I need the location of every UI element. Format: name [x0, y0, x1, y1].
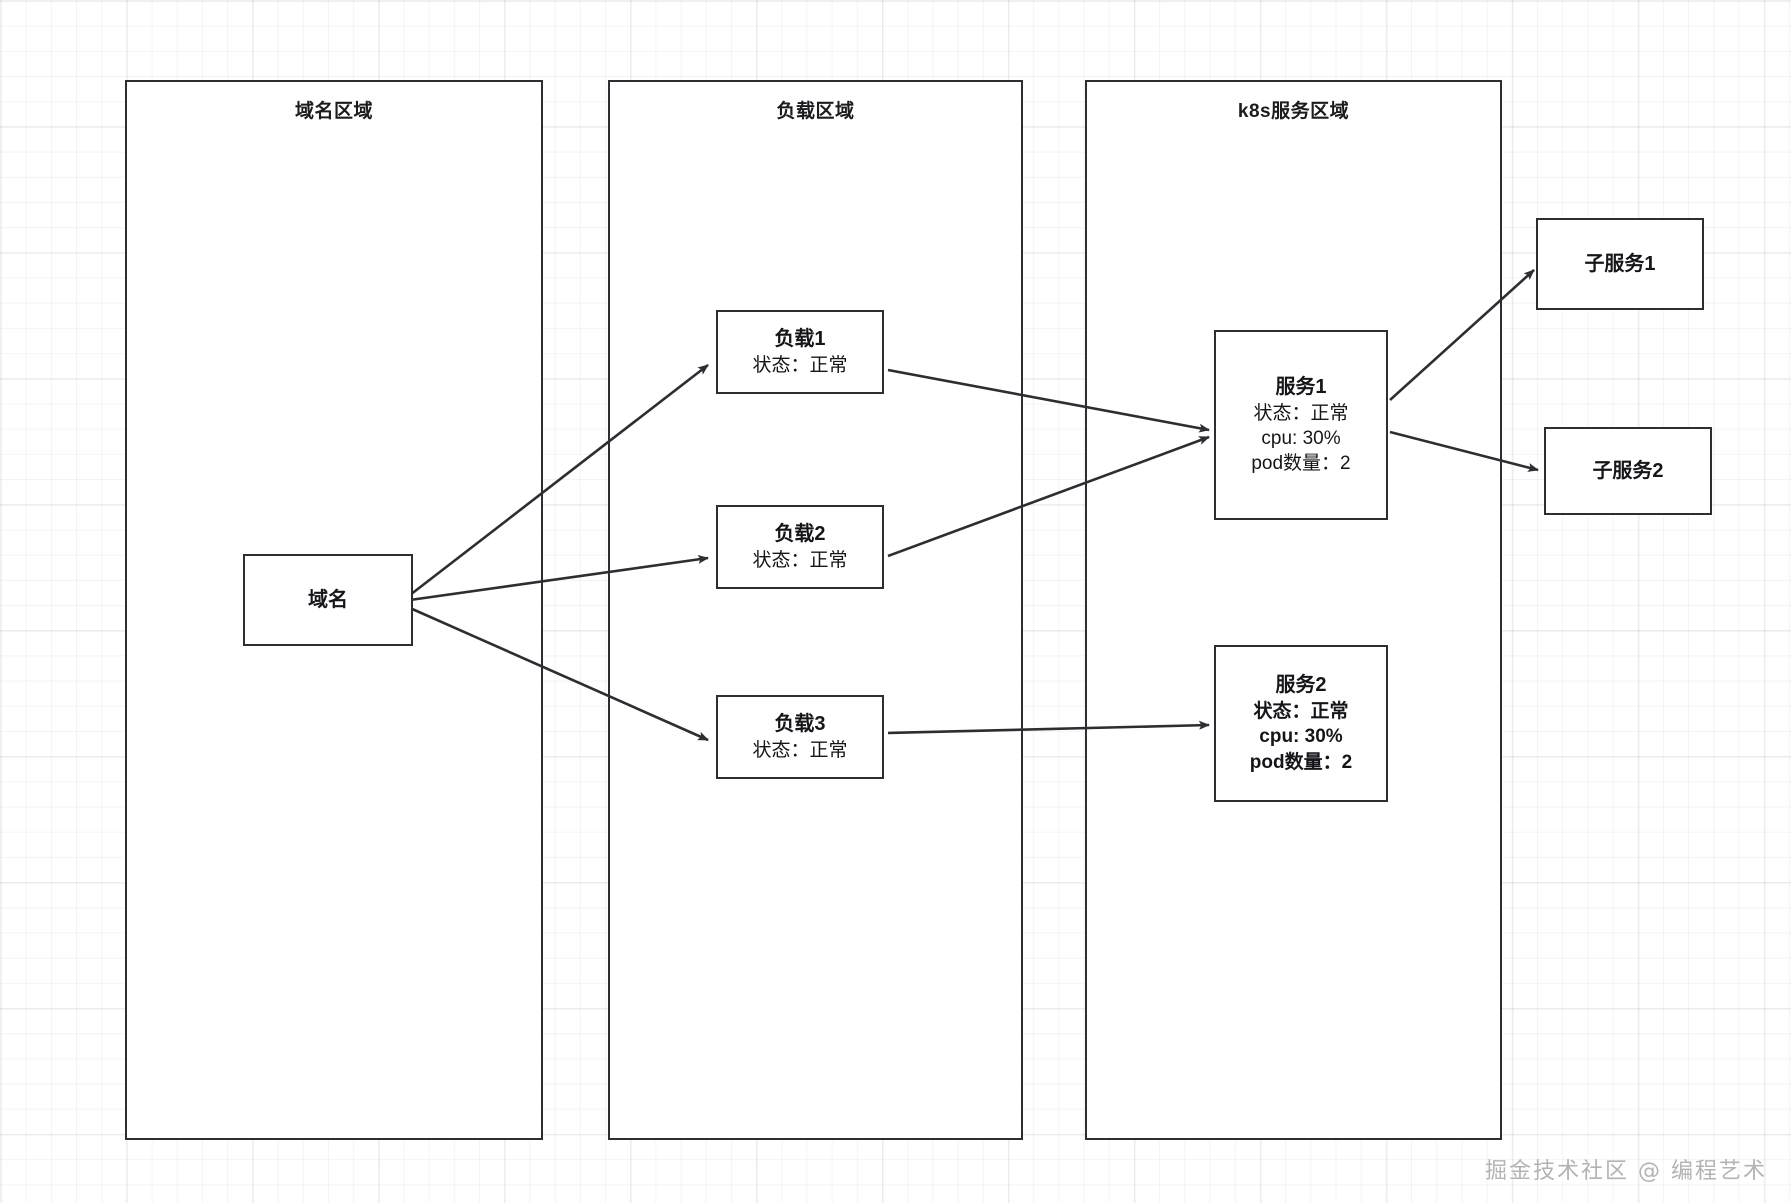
- node-lb1-status: 状态：正常: [752, 354, 848, 376]
- node-svc1-cpu: cpu: 30%: [1261, 427, 1341, 449]
- node-lb2-title: 负载2: [774, 522, 826, 545]
- node-lb3-status: 状态：正常: [752, 739, 848, 761]
- node-lb3[interactable]: 负载3 状态：正常: [716, 695, 884, 779]
- zone-loadbalancer[interactable]: 负载区域: [608, 80, 1023, 1140]
- watermark: 掘金技术社区 @ 编程艺术: [1485, 1159, 1767, 1184]
- node-svc2[interactable]: 服务2 状态：正常 cpu: 30% pod数量：2: [1214, 645, 1388, 802]
- zone-domain-title: 域名区域: [294, 101, 373, 122]
- node-svc2-status: 状态：正常: [1253, 701, 1349, 723]
- node-svc1-status: 状态：正常: [1253, 402, 1349, 424]
- node-lb3-title: 负载3: [774, 712, 826, 735]
- node-subsvc1[interactable]: 子服务1: [1536, 218, 1704, 310]
- node-domain[interactable]: 域名: [243, 554, 413, 646]
- zone-k8s-title: k8s服务区域: [1237, 101, 1350, 122]
- node-lb1[interactable]: 负载1 状态：正常: [716, 310, 884, 394]
- node-svc2-pod-count: pod数量：2: [1249, 751, 1353, 773]
- node-lb2[interactable]: 负载2 状态：正常: [716, 505, 884, 589]
- zone-k8s[interactable]: k8s服务区域: [1085, 80, 1502, 1140]
- node-svc1-pod-count: pod数量：2: [1251, 453, 1351, 475]
- node-subsvc1-title: 子服务1: [1584, 252, 1656, 275]
- node-svc1-title: 服务1: [1275, 375, 1327, 398]
- zone-loadbalancer-title: 负载区域: [776, 101, 855, 122]
- node-lb2-status: 状态：正常: [752, 549, 848, 571]
- node-subsvc2-title: 子服务2: [1592, 459, 1664, 482]
- node-svc2-title: 服务2: [1275, 674, 1327, 697]
- node-lb1-title: 负载1: [774, 327, 826, 350]
- node-svc1[interactable]: 服务1 状态：正常 cpu: 30% pod数量：2: [1214, 330, 1388, 520]
- node-subsvc2[interactable]: 子服务2: [1544, 427, 1712, 515]
- node-domain-title: 域名: [308, 588, 348, 611]
- node-svc2-cpu: cpu: 30%: [1259, 726, 1343, 748]
